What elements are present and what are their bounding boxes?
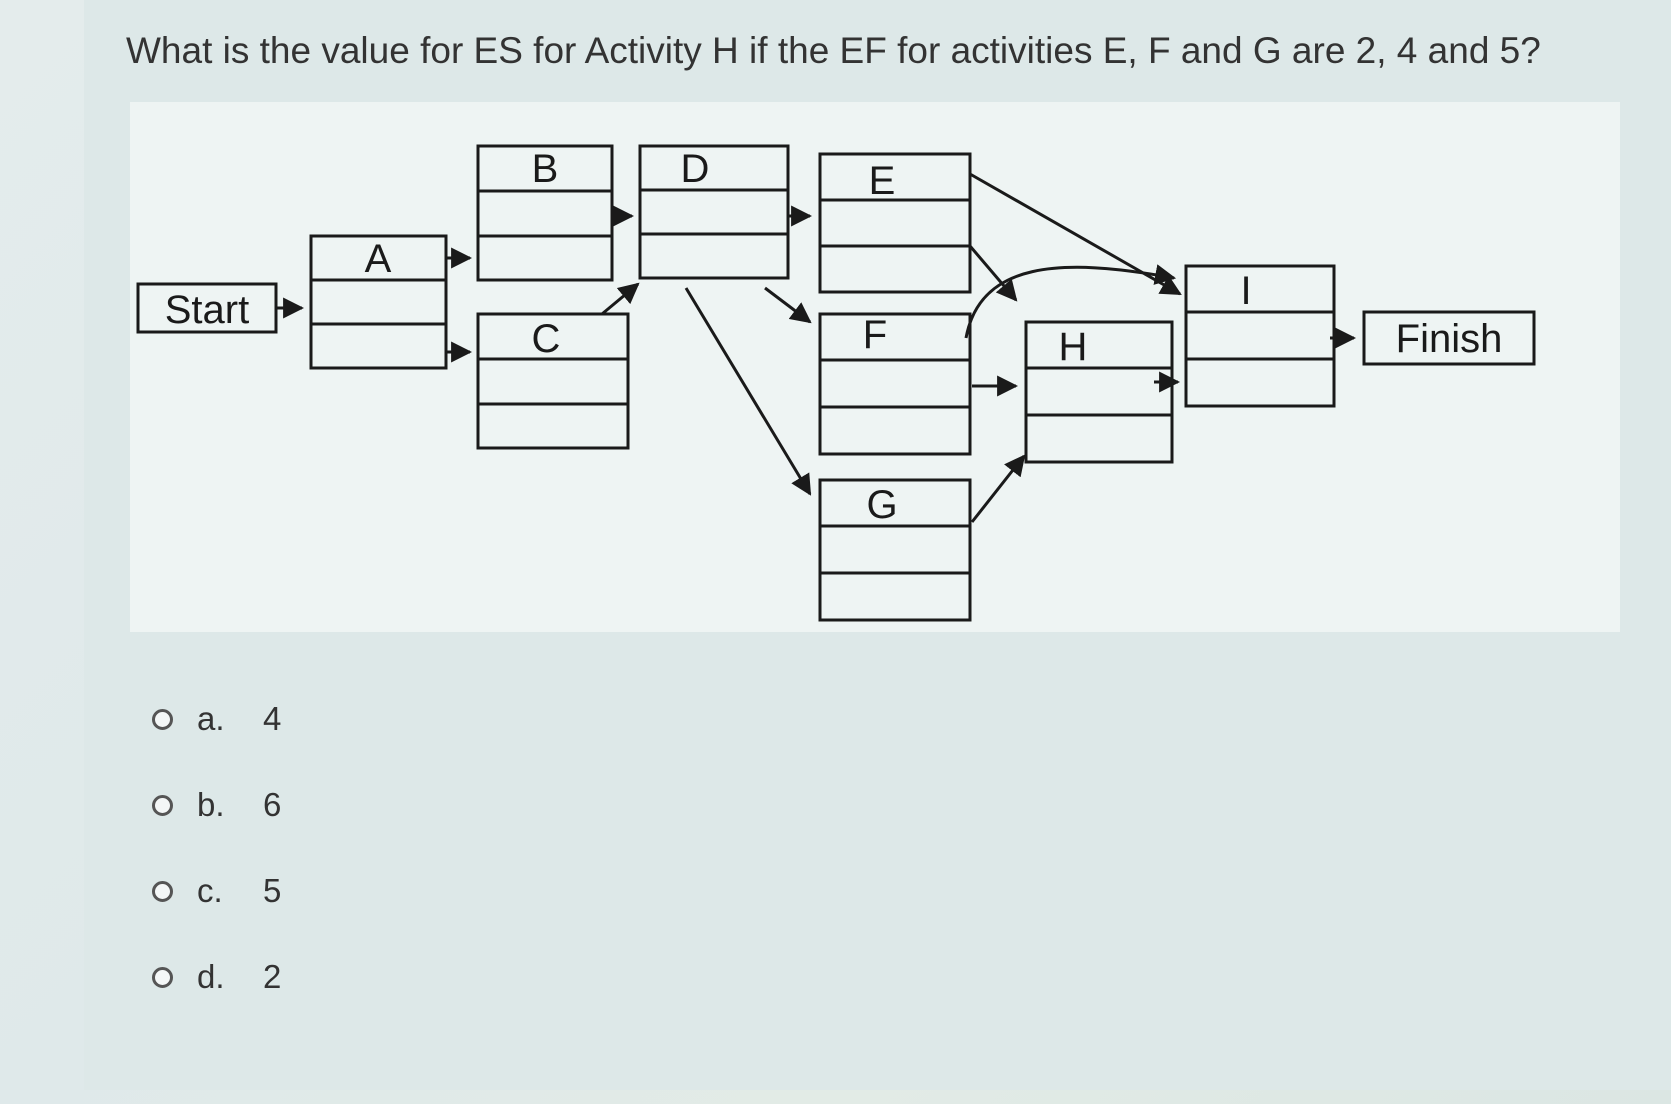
- option-b[interactable]: b. 6: [152, 786, 281, 824]
- activity-a-label: A: [365, 237, 392, 281]
- start-label: Start: [165, 288, 249, 332]
- finish-node: Finish: [1362, 310, 1536, 366]
- option-c-value: 5: [263, 872, 282, 909]
- option-a[interactable]: a. 4: [152, 700, 281, 738]
- option-b-value: 6: [263, 786, 282, 823]
- activity-f-node: F: [818, 312, 972, 456]
- activity-b-label: B: [532, 147, 559, 191]
- activity-e-label: E: [869, 159, 896, 203]
- network-diagram: Start A B C D: [130, 102, 1620, 632]
- question-text: What is the value for ES for Activity H …: [126, 30, 1541, 71]
- edge-d-f: [764, 286, 812, 324]
- activity-c-label: C: [532, 317, 561, 361]
- option-a-value: 4: [263, 700, 282, 737]
- radio-icon[interactable]: [152, 708, 173, 730]
- activity-h-node: H: [1024, 320, 1174, 464]
- edge-c-d: [601, 282, 640, 316]
- edge-e-i: [969, 172, 1182, 296]
- edge-d-g: [684, 287, 812, 496]
- radio-icon[interactable]: [152, 880, 173, 902]
- finish-label: Finish: [1396, 317, 1503, 361]
- radio-icon[interactable]: [152, 794, 173, 816]
- activity-h-label: H: [1059, 325, 1088, 369]
- activity-i-label: I: [1240, 269, 1251, 313]
- edges: [276, 172, 1357, 523]
- option-d[interactable]: d. 2: [152, 958, 281, 996]
- option-c-letter: c.: [197, 872, 223, 909]
- activity-a-node: A: [309, 234, 448, 370]
- edge-g-h: [970, 454, 1026, 523]
- edge-f-i: [964, 264, 1177, 339]
- activity-c-node: C: [476, 312, 630, 450]
- activity-i-node: I: [1184, 264, 1336, 408]
- option-d-letter: d.: [197, 958, 225, 995]
- activity-f-label: F: [863, 313, 887, 357]
- activity-g-node: G: [818, 478, 972, 622]
- option-b-letter: b.: [197, 786, 225, 823]
- radio-icon[interactable]: [152, 966, 173, 988]
- option-a-letter: a.: [197, 700, 225, 737]
- start-node: Start: [136, 282, 278, 334]
- activity-b-node: B: [476, 144, 614, 282]
- option-c[interactable]: c. 5: [152, 872, 281, 910]
- activity-g-label: G: [866, 483, 897, 527]
- activity-e-node: E: [818, 152, 972, 294]
- network-diagram-svg: Start A B C D: [136, 144, 1536, 622]
- edge-e-h: [968, 245, 1018, 302]
- activity-d-node: D: [638, 144, 790, 280]
- option-d-value: 2: [263, 958, 282, 995]
- activity-d-label: D: [681, 147, 710, 191]
